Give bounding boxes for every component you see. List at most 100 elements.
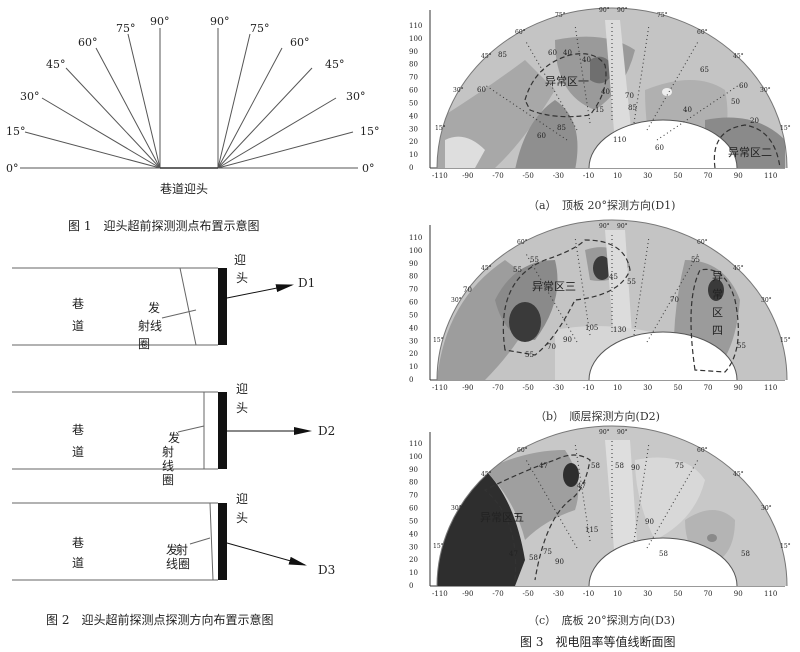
contour-label: 60 bbox=[548, 49, 557, 57]
angle-label: 45° bbox=[733, 53, 744, 60]
angle-label: 90° bbox=[599, 429, 610, 436]
contour-label: 55 bbox=[513, 266, 522, 274]
contour-label: 58 bbox=[591, 462, 600, 470]
x-tick-label: -70 bbox=[492, 172, 503, 180]
contour-label: 58 bbox=[529, 554, 538, 562]
angle-label: 45° bbox=[481, 53, 492, 60]
angle-label: 75° bbox=[116, 22, 136, 35]
x-tick-label: 50 bbox=[674, 590, 683, 598]
angle-label: 60° bbox=[517, 447, 528, 454]
panel-a-subcaption: （a） 顶板 20°探测方向(D1) bbox=[528, 199, 676, 212]
angle-label: 90° bbox=[150, 15, 170, 28]
x-tick-label: -110 bbox=[432, 172, 448, 180]
angle-label: 0° bbox=[6, 162, 19, 175]
x-tick-label: 10 bbox=[613, 172, 622, 180]
y-tick-label: 110 bbox=[409, 440, 422, 448]
fig1-tunnel-label: 巷道迎头 bbox=[160, 182, 208, 196]
angle-label: 60° bbox=[697, 239, 708, 246]
x-tick-label: 50 bbox=[674, 384, 683, 392]
contour-label: 85 bbox=[557, 124, 566, 132]
y-tick-label: 60 bbox=[409, 505, 418, 513]
x-tick-label: 10 bbox=[613, 590, 622, 598]
contour-label: 40 bbox=[601, 88, 610, 96]
tunnel-label: 道 bbox=[72, 319, 84, 333]
contour-label: 58 bbox=[615, 462, 624, 470]
zone-label: 异常区二 bbox=[728, 146, 772, 159]
x-tick-label: 90 bbox=[734, 384, 743, 392]
coil-label: 射线 bbox=[138, 318, 162, 333]
y-tick-label: 110 bbox=[409, 234, 422, 242]
y-tick-label: 0 bbox=[409, 164, 413, 172]
angle-label: 90° bbox=[599, 223, 610, 230]
zone-label: 常 bbox=[712, 288, 723, 301]
panel-a bbox=[429, 7, 788, 169]
tunnel-label: 巷 bbox=[72, 536, 84, 550]
contour-label: 65 bbox=[700, 66, 709, 74]
x-tick-label: 110 bbox=[764, 384, 777, 392]
y-tick-label: 80 bbox=[409, 273, 418, 281]
contour-label: 70 bbox=[463, 286, 472, 294]
x-tick-label: 30 bbox=[643, 590, 652, 598]
coil-label: 线 bbox=[162, 459, 174, 473]
angle-label: 30° bbox=[453, 87, 464, 94]
y-tick-label: 0 bbox=[409, 376, 413, 384]
fig2-diagram: 巷 道 发 射线 圈 迎 头 D1 巷 道 发 射 线 圈 迎 头 D2 巷 道… bbox=[12, 253, 335, 581]
angle-label: 15° bbox=[360, 125, 380, 138]
contour-label: 20 bbox=[750, 117, 759, 125]
zone-label: 异 bbox=[712, 270, 723, 283]
coil-label: 射 bbox=[176, 542, 188, 557]
contour-label: 58 bbox=[659, 550, 668, 558]
y-tick-label: 80 bbox=[409, 61, 418, 69]
angle-label: 75° bbox=[250, 22, 270, 35]
tunnel-label: 道 bbox=[72, 556, 84, 570]
contour-label: 75 bbox=[543, 548, 552, 556]
fig1-diagram: 0° 15° 30° 45° 60° 75° 90° 90° 75° 60° 4… bbox=[6, 15, 380, 196]
y-tick-label: 0 bbox=[409, 582, 413, 590]
angle-label: 90° bbox=[617, 429, 628, 436]
y-tick-label: 100 bbox=[409, 35, 422, 43]
angle-label: 15° bbox=[435, 125, 446, 132]
contour-label: 90 bbox=[645, 518, 654, 526]
face-label: 迎 bbox=[236, 492, 248, 506]
fig3-caption: 图 3 视电阻率等值线断面图 bbox=[520, 635, 676, 649]
y-tick-label: 10 bbox=[409, 363, 418, 371]
angle-label: 15° bbox=[780, 543, 791, 550]
angle-label: 30° bbox=[451, 297, 462, 304]
angle-label: 90° bbox=[210, 15, 230, 28]
fig2-caption: 图 2 迎头超前探测点探测方向布置示意图 bbox=[46, 613, 274, 627]
y-tick-label: 100 bbox=[409, 453, 422, 461]
y-tick-label: 60 bbox=[409, 299, 418, 307]
x-tick-label: 70 bbox=[704, 172, 713, 180]
fig1-caption: 图 1 迎头超前探测测点布置示意图 bbox=[68, 219, 260, 233]
x-tick-label: 10 bbox=[613, 384, 622, 392]
x-tick-label: 110 bbox=[764, 590, 777, 598]
contour-label: 55 bbox=[691, 256, 700, 264]
zone-label: 区 bbox=[712, 306, 723, 319]
face-label: 头 bbox=[236, 511, 248, 525]
x-tick-label: 50 bbox=[674, 172, 683, 180]
x-tick-label: -10 bbox=[583, 590, 594, 598]
angle-label: 60° bbox=[697, 447, 708, 454]
y-tick-label: 50 bbox=[409, 312, 418, 320]
tunnel-label: 巷 bbox=[72, 297, 84, 311]
contour-label: 75 bbox=[675, 462, 684, 470]
contour-label: 58 bbox=[741, 550, 750, 558]
x-tick-label: -110 bbox=[432, 384, 448, 392]
contour-label: 47 bbox=[509, 550, 518, 558]
x-tick-label: 90 bbox=[734, 172, 743, 180]
angle-label: 45° bbox=[481, 265, 492, 272]
x-tick-label: -70 bbox=[492, 384, 503, 392]
contour-label: 47 bbox=[539, 462, 548, 470]
y-tick-label: 90 bbox=[409, 466, 418, 474]
x-tick-label: -50 bbox=[523, 172, 534, 180]
angle-label: 15° bbox=[780, 337, 791, 344]
angle-label: 45° bbox=[481, 471, 492, 478]
contour-label: 50 bbox=[731, 98, 740, 106]
contour-label: 40 bbox=[582, 56, 591, 64]
y-tick-label: 70 bbox=[409, 286, 418, 294]
x-tick-label: -90 bbox=[462, 172, 473, 180]
contour-label: 70 bbox=[625, 92, 634, 100]
x-tick-label: -90 bbox=[462, 384, 473, 392]
angle-label: 0° bbox=[362, 162, 375, 175]
angle-label: 60° bbox=[515, 29, 526, 36]
